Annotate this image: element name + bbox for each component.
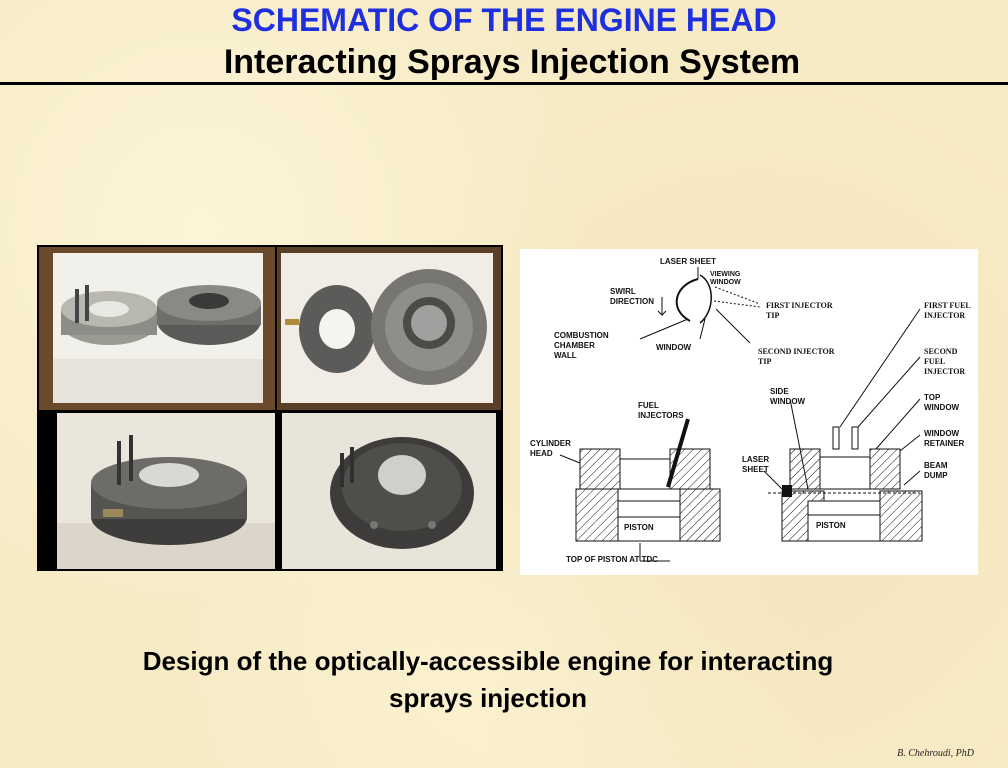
label-piston-right: PISTON [816,521,846,530]
label-laser-sheet-top: LASER SHEET [660,257,717,266]
slide-title: SCHEMATIC OF THE ENGINE HEAD [231,2,777,38]
author-credit: B. Chehroudi, PhD [897,748,974,759]
label-top-of-piston: TOP OF PISTON AT TDC [566,555,659,564]
label-beam-dump: BEAM DUMP [924,461,948,480]
engine-photo-3 [57,413,275,569]
label-cylinder-head: CYLINDER HEAD [530,439,571,458]
label-combustion-chamber-wall: COMBUSTION CHAMBER WALL [554,331,609,360]
label-second-fuel-injector: SECOND FUEL INJECTOR [924,347,966,376]
caption-line-2: sprays injection [389,683,587,713]
label-top-window: TOP WINDOW [924,393,960,412]
label-side-window: SIDE WINDOW [770,387,806,406]
engine-photo-1 [39,247,275,410]
label-first-fuel-injector: FIRST FUEL INJECTOR [924,301,971,320]
label-piston-left: PISTON [624,523,654,532]
label-window-retainer: WINDOW RETAINER [924,429,965,448]
slide-subtitle: Interacting Sprays Injection System [223,43,801,81]
engine-photo-4 [282,413,496,569]
label-fuel-injectors: FUEL INJECTORS [638,401,684,420]
title-divider [0,82,1008,85]
label-window: WINDOW [656,343,692,352]
engine-head-schematic-diagram: LASER SHEET VIEWING WINDOW SWIRL DIRECTI… [520,249,978,575]
schematic-drawing [559,267,923,562]
slide-caption: Design of the optically-accessible engin… [0,643,976,717]
label-second-injector-tip: SECOND INJECTOR TIP [758,347,835,366]
engine-photo-2 [277,247,501,410]
label-swirl-direction: SWIRL DIRECTION [610,287,654,306]
label-viewing-window: VIEWING WINDOW [710,271,741,286]
label-laser-sheet: LASER SHEET [742,455,770,474]
caption-line-1: Design of the optically-accessible engin… [142,646,834,676]
engine-head-photo-collage [37,245,503,571]
label-first-injector-tip: FIRST INJECTOR TIP [766,301,833,320]
